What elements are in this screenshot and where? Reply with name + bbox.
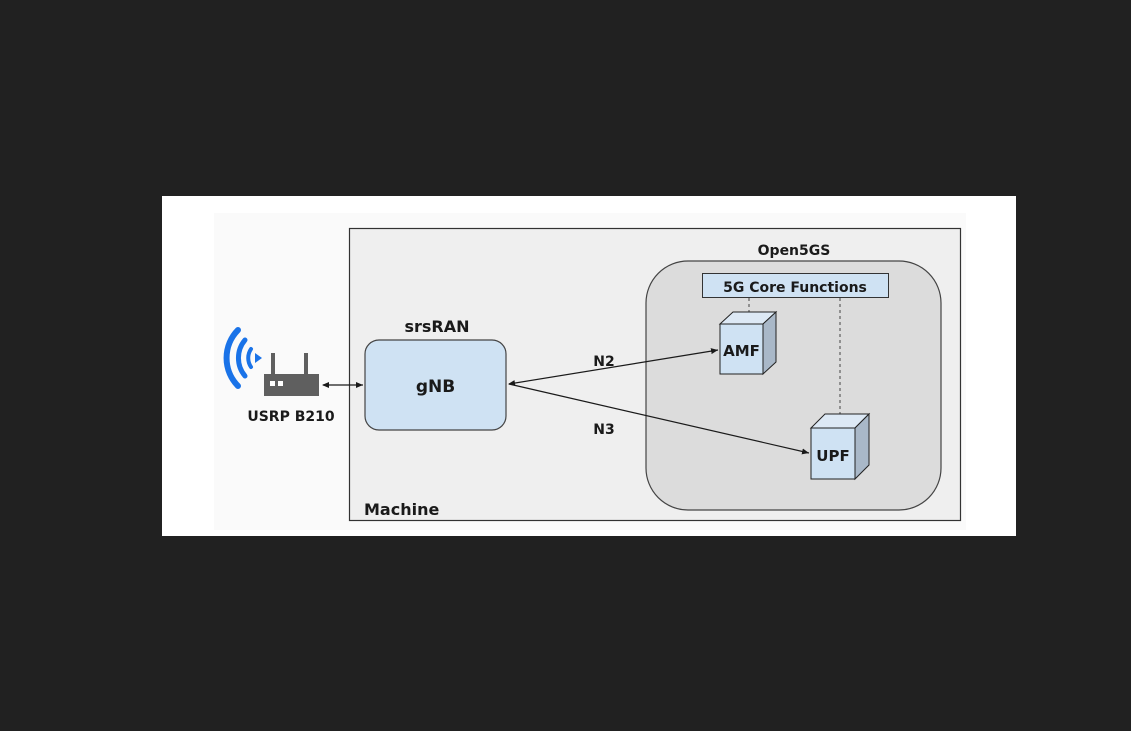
gnb-box [364,339,507,431]
n3-label: N3 [593,422,614,438]
srsran-label: srsRAN [404,317,469,336]
upf-node: UPF [809,412,871,481]
gnb-label: gNB [416,377,455,397]
amf-label: AMF [723,342,760,360]
core-functions-bar [702,273,889,298]
amf-node: AMF [718,310,778,376]
open5gs-box [645,260,942,511]
usrp-label: USRP B210 [247,409,335,425]
wireless-signal-icon [223,327,262,389]
upf-label: UPF [816,447,849,465]
core-functions-label: 5G Core Functions [723,280,867,296]
machine-label: Machine [364,500,439,519]
n3-link [508,383,810,455]
open5gs-label: Open5GS [758,243,831,259]
n2-label: N2 [593,354,614,370]
router-icon [264,353,319,396]
n2-link [508,348,719,386]
